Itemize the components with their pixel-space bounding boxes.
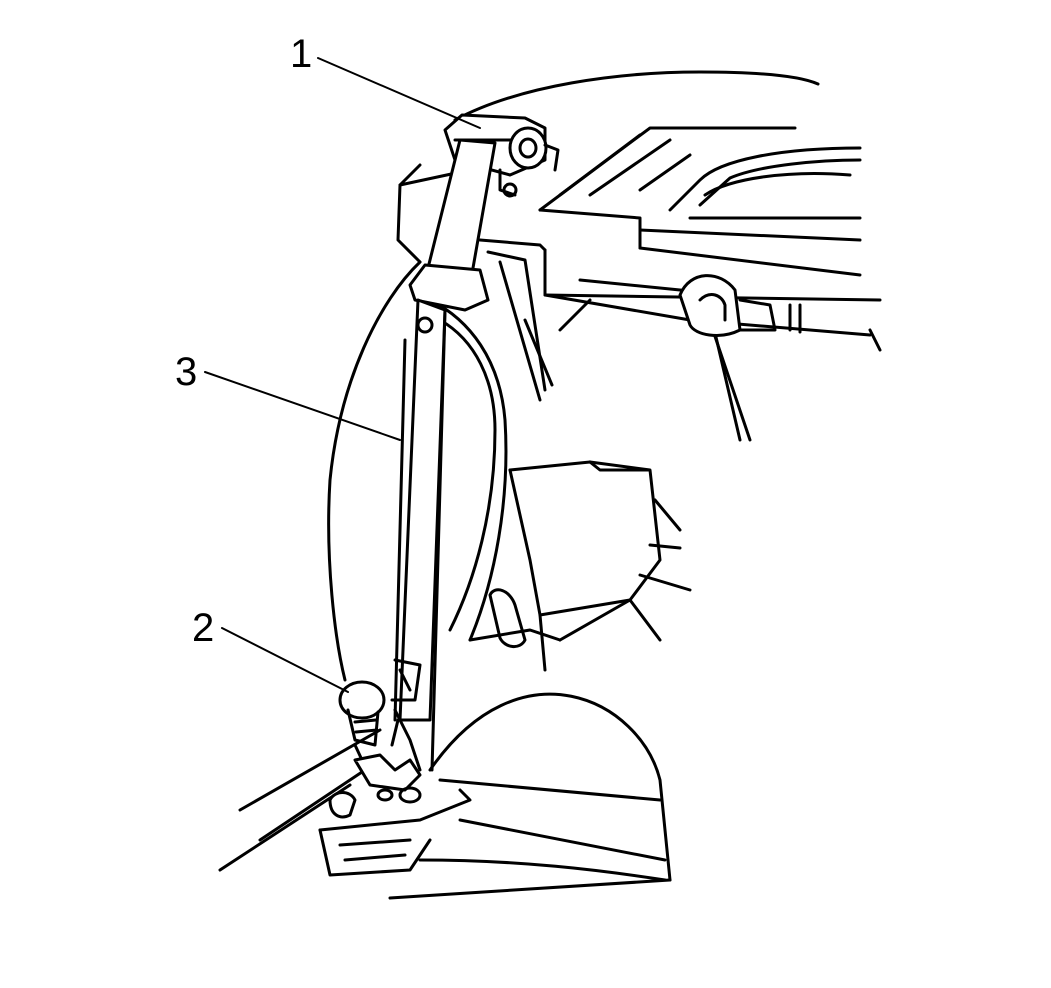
callout-2-label: 2 [192,606,215,650]
leader-line-3 [204,371,401,441]
vehicle-body-panels [218,70,882,900]
leader-line-1 [317,57,481,129]
leader-line-2 [221,627,349,693]
callout-1-label: 1 [290,32,313,76]
callout-3-label: 3 [175,350,198,394]
bolt-and-lower-anchor [338,680,422,804]
belt-webbing [390,138,497,772]
